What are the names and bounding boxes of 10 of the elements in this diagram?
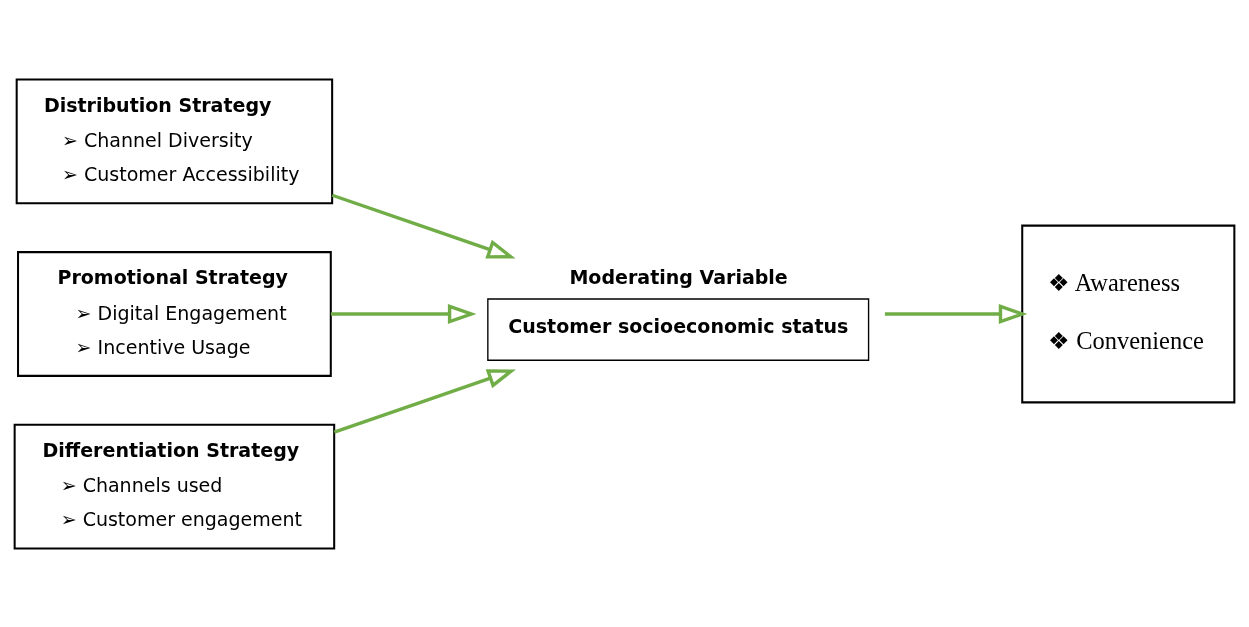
node-box: Differentiation Strategy ➢ Channels used ➢ Customer engagement — [13, 423, 336, 550]
arrow — [333, 368, 516, 434]
node-box: ❖ Awareness ❖ Convenience — [1021, 224, 1236, 403]
node-box: Distribution Strategy ➢ Channel Diversity ➢ Customer Accessibility — [15, 77, 334, 204]
node-label: Moderating Variable — [569, 265, 788, 288]
arrow — [884, 303, 1028, 324]
node-box: Promotional Strategy ➢ Digital Engagement ➢ Incentive Usage — [17, 250, 332, 377]
arrow — [331, 193, 516, 259]
node-box: Customer socioeconomic status — [487, 297, 870, 361]
arrow — [330, 303, 477, 324]
